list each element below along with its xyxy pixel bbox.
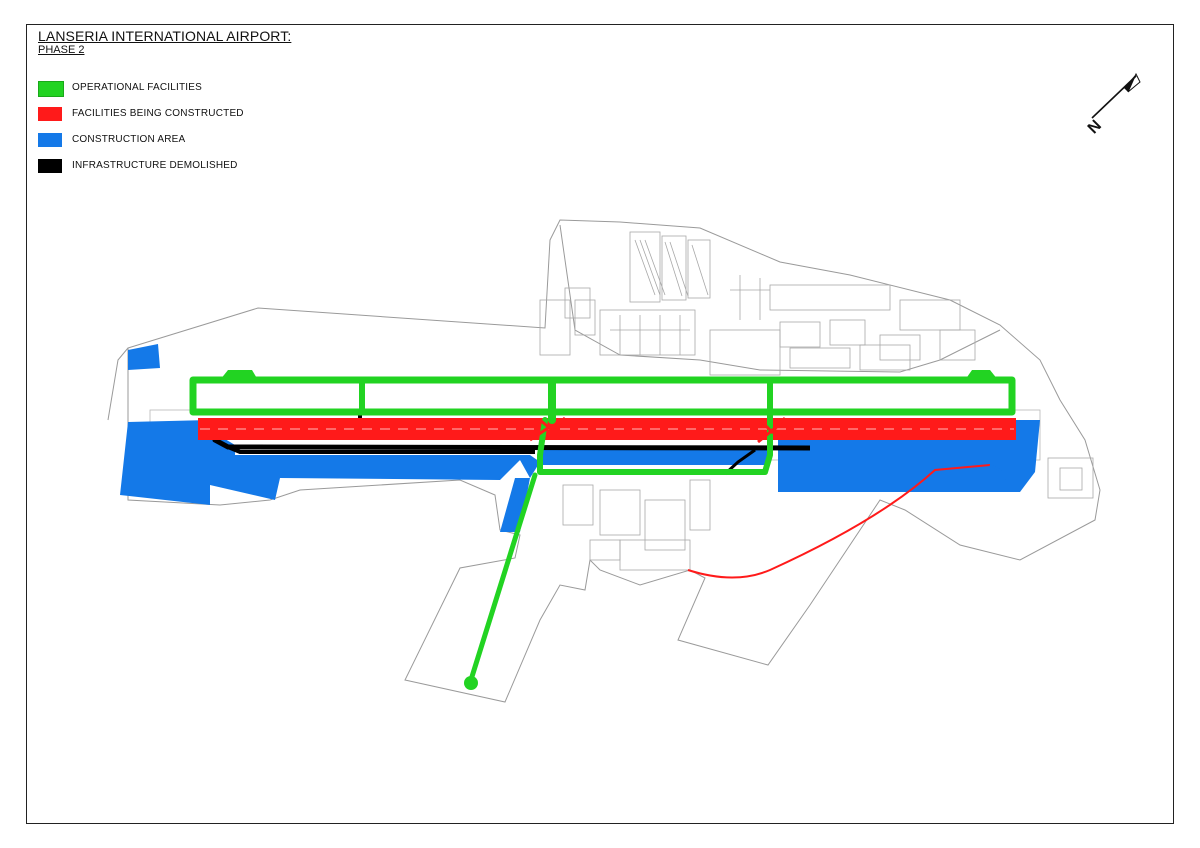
- map-frame: [26, 24, 1174, 824]
- taxiway-south-spur: [467, 472, 538, 686]
- map-title: LANSERIA INTERNATIONAL AIRPORT:: [38, 28, 292, 44]
- runway-under-construction: [198, 418, 1016, 440]
- operational-features: [220, 370, 998, 690]
- constructed-connections: [529, 416, 1006, 579]
- terminal-buildings: [539, 231, 1094, 571]
- service-road-under-construction: [687, 464, 991, 579]
- north-arrow-icon: N: [1085, 72, 1141, 137]
- operational-taxiways: [189, 376, 1016, 686]
- legend-swatch-construction-area: [38, 133, 62, 147]
- legend-swatch-constructed: [38, 107, 62, 121]
- legend-label-operational: OPERATIONAL FACILITIES: [72, 82, 202, 93]
- legend-label-construction-area: CONSTRUCTION AREA: [72, 134, 186, 145]
- construction-area-nw: [128, 344, 160, 370]
- legend-swatch-operational: [38, 81, 64, 97]
- taxiway-end-turnpad: [464, 676, 478, 690]
- construction-area-center: [540, 450, 770, 465]
- legend-swatch-demolished: [38, 159, 62, 173]
- parallel-taxiway: [189, 376, 1016, 416]
- legend-label-constructed: FACILITIES BEING CONSTRUCTED: [72, 108, 244, 119]
- south-taxiway-loop: [537, 417, 773, 475]
- legend-label-demolished: INFRASTRUCTURE DEMOLISHED: [72, 160, 238, 171]
- map-subtitle: PHASE 2: [38, 44, 85, 56]
